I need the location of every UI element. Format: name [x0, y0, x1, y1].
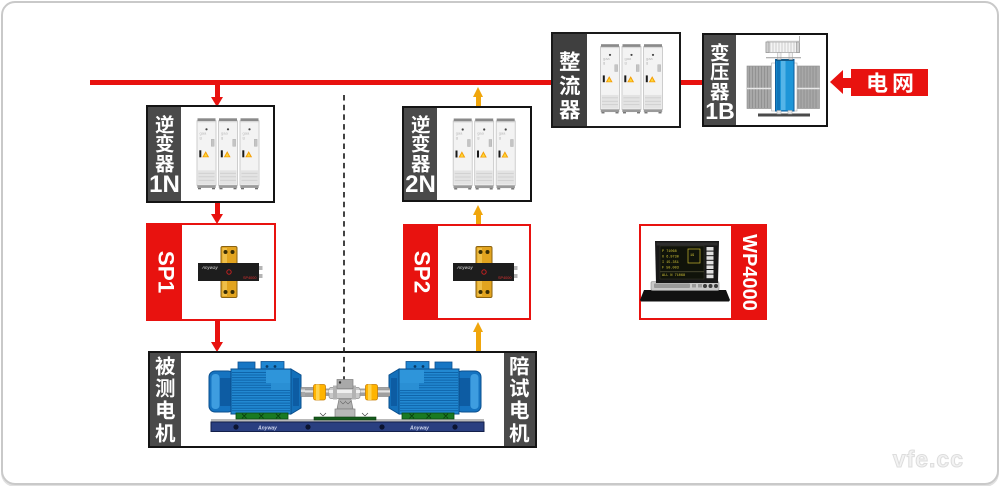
- svg-text:P 71068: P 71068: [662, 250, 677, 254]
- svg-text:Anyway: Anyway: [257, 426, 277, 432]
- svg-text:SP4000: SP4000: [498, 276, 512, 280]
- svg-text:Anyway: Anyway: [201, 265, 219, 270]
- svg-text:F 50.003: F 50.003: [662, 267, 679, 271]
- svg-text:ALL N 71068: ALL N 71068: [662, 274, 685, 278]
- svg-text:U 6.9730: U 6.9730: [662, 256, 679, 260]
- svg-text:Anyway: Anyway: [409, 426, 429, 432]
- svg-text:SP4000: SP4000: [243, 276, 257, 280]
- svg-text:I 15.351: I 15.351: [662, 261, 679, 265]
- svg-text:19: 19: [690, 254, 694, 258]
- svg-text:Anyway: Anyway: [456, 265, 474, 270]
